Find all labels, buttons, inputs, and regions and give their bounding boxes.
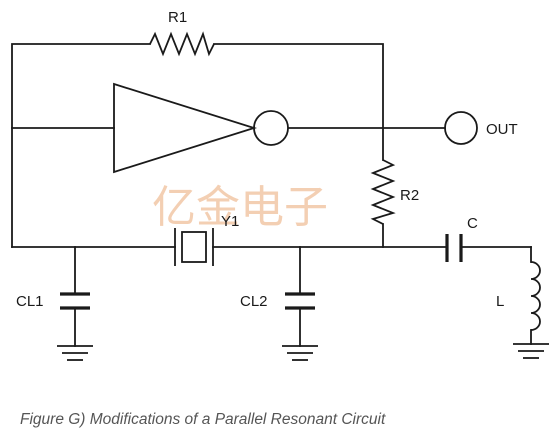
wires (11, 43, 532, 347)
ground-icon-cl2 (282, 345, 318, 361)
inductor-l (530, 261, 541, 331)
crystal-y1 (174, 228, 214, 266)
wire-right-top (213, 43, 384, 161)
output-terminal (444, 111, 478, 145)
capacitor-cl2 (285, 292, 315, 310)
watermark-text: 亿金电子 (152, 182, 328, 233)
ground-icon-l (513, 343, 549, 359)
figure-caption: Figure G) Modifications of a Parallel Re… (20, 411, 386, 428)
label-l: L (496, 293, 504, 310)
ground-icon-cl1 (57, 345, 93, 361)
wire-left-top (11, 43, 151, 248)
inverter-triangle (113, 82, 258, 174)
label-y1: Y1 (221, 213, 239, 230)
label-c: C (467, 215, 478, 232)
label-r1: R1 (168, 9, 187, 26)
label-r2: R2 (400, 187, 419, 204)
label-cl1: CL1 (16, 293, 44, 310)
inverter-bubble (253, 110, 289, 146)
label-cl2: CL2 (240, 293, 268, 310)
resistor-r2 (370, 159, 396, 225)
capacitor-c (445, 234, 463, 262)
label-out: OUT (486, 121, 518, 138)
resistor-r1 (149, 31, 215, 57)
capacitor-cl1 (60, 292, 90, 310)
